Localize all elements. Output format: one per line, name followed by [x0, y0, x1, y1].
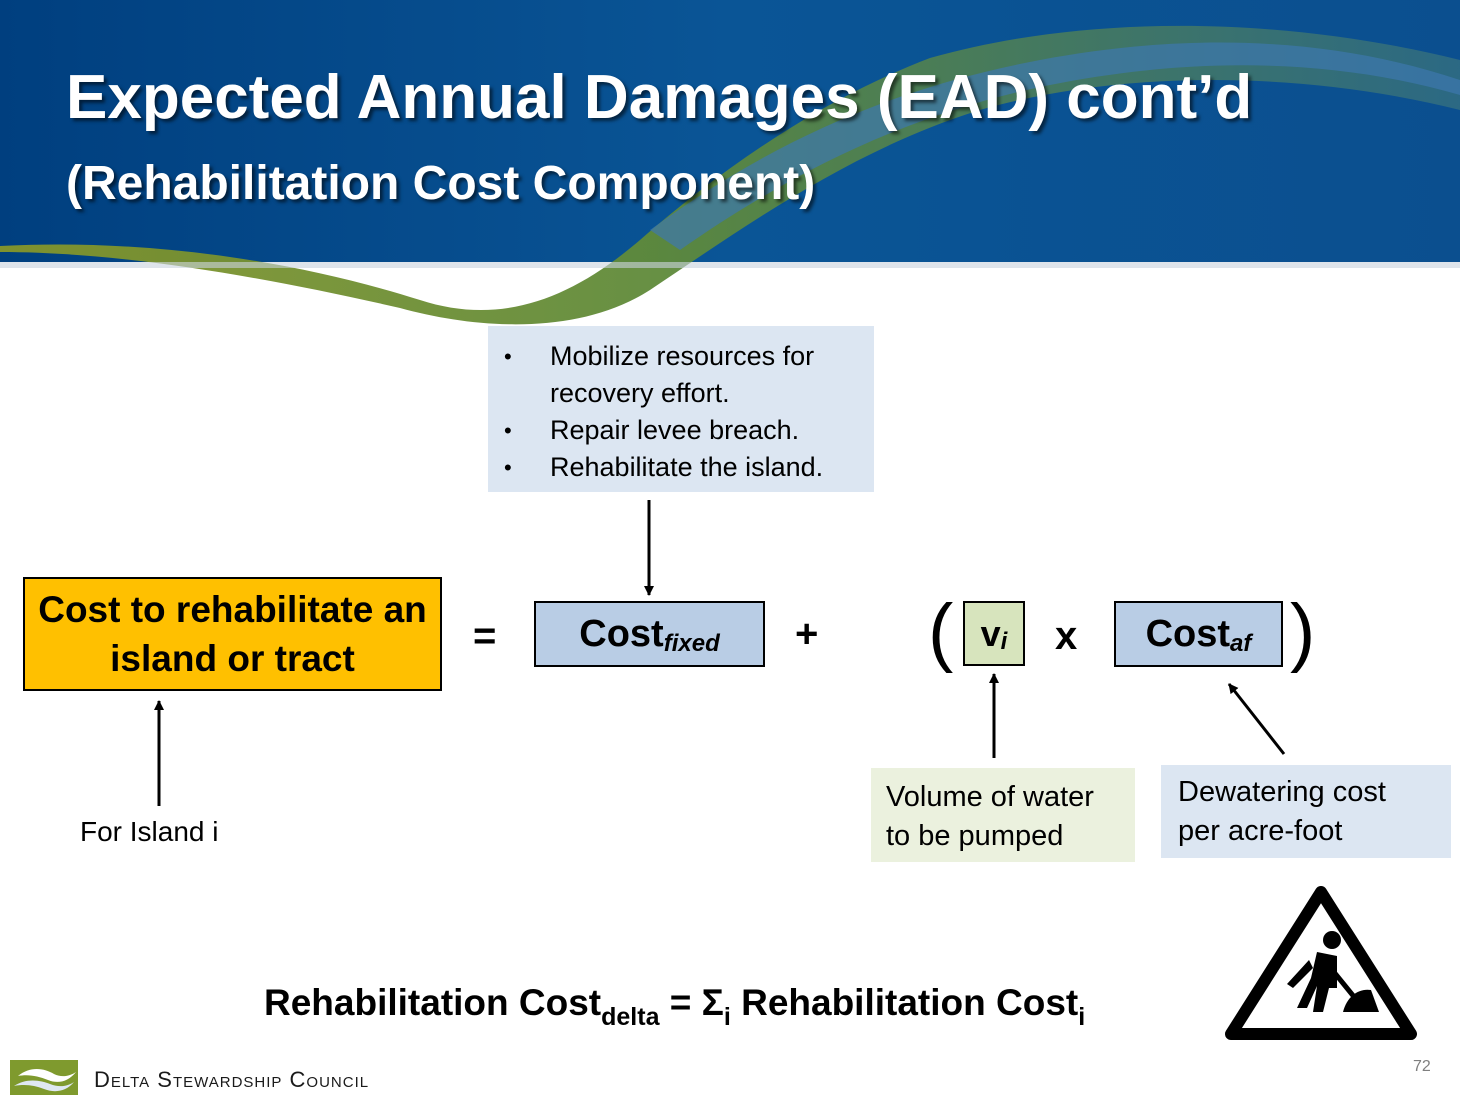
- cost-fixed-subscript: fixed: [663, 630, 720, 657]
- organization-name: Delta Stewardship Council: [94, 1067, 370, 1092]
- bullet-item: Rehabilitate the island.: [502, 449, 864, 486]
- volume-base: v: [980, 612, 1001, 654]
- dewatering-note-text: Dewatering cost per acre-foot: [1178, 776, 1386, 847]
- bullet-item: Repair levee breach.: [502, 412, 864, 449]
- slide-title: Expected Annual Damages (EAD) cont’d: [66, 63, 1253, 132]
- volume-note-text: Volume of water to be pumped: [886, 781, 1094, 852]
- page-number: 72: [1413, 1058, 1431, 1075]
- open-paren: (: [928, 589, 954, 674]
- volume-note: Volume of water to be pumped: [871, 768, 1135, 862]
- volume-subscript: i: [1000, 627, 1008, 655]
- rehab-cost-label: Cost to rehabilitate an island or tract: [38, 589, 427, 679]
- formula-right: Rehabilitation Cost: [730, 982, 1079, 1023]
- formula-middle: = Σ: [659, 982, 724, 1023]
- cost-af-base: Cost: [1145, 612, 1231, 655]
- times-sign: x: [1055, 614, 1078, 658]
- rehab-cost-box: Cost to rehabilitate an island or tract: [23, 577, 442, 691]
- arrow-to-cost-af: [1227, 683, 1286, 755]
- equals-sign: =: [473, 614, 497, 658]
- delta-waves-logo: [10, 1060, 78, 1095]
- bullet-item: Mobilize resources for recovery effort.: [502, 338, 864, 412]
- formula-left-sub: delta: [601, 1003, 660, 1031]
- formula-right-sub: i: [1078, 1003, 1086, 1031]
- header-background: [0, 0, 1460, 325]
- formula-left: Rehabilitation Cost: [264, 982, 602, 1023]
- roadworks-warning-icon: [1225, 886, 1417, 1040]
- for-island-label: For Island i: [80, 816, 219, 847]
- summary-formula: Rehabilitation Costdelta = Σi Rehabilita…: [264, 982, 1085, 1031]
- plus-sign: +: [795, 612, 819, 656]
- close-paren: ): [1290, 589, 1316, 674]
- fixed-cost-note: Mobilize resources for recovery effort. …: [488, 326, 874, 492]
- cost-af-subscript: af: [1230, 630, 1252, 657]
- cost-fixed-base: Cost: [579, 612, 664, 655]
- fixed-cost-bullets: Mobilize resources for recovery effort. …: [502, 338, 864, 486]
- slide-subtitle: (Rehabilitation Cost Component): [66, 157, 816, 210]
- formula-middle-sub: i: [723, 1003, 731, 1031]
- dewatering-note: Dewatering cost per acre-foot: [1161, 765, 1451, 858]
